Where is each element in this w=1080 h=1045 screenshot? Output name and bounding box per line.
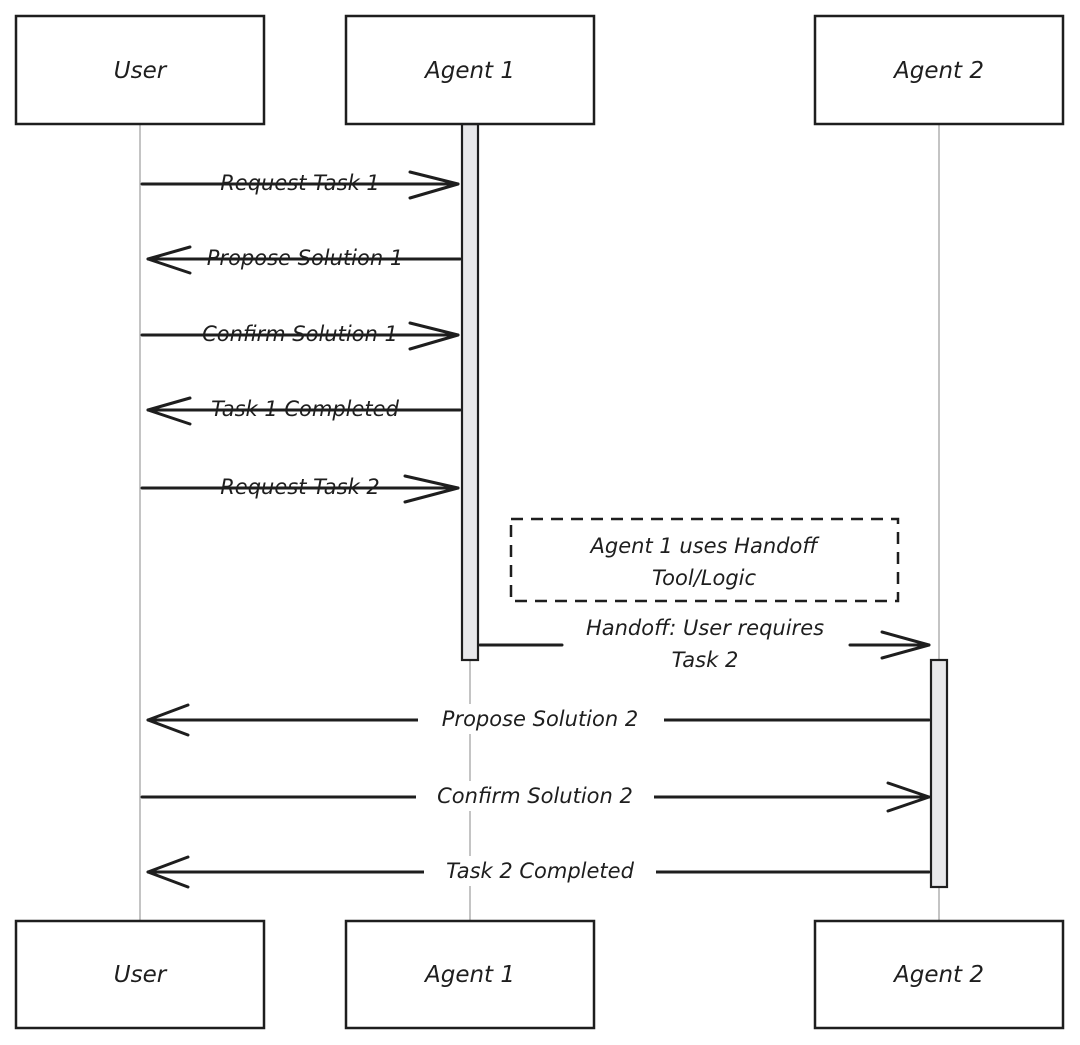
message-label: Task 1 Completed	[211, 397, 400, 421]
actor-box-agent1-bottom: Agent 1	[344, 919, 596, 1030]
message-label: Request Task 1	[220, 171, 380, 195]
activation-agent1	[460, 122, 480, 662]
message-confirm-solution-1: Confirm Solution 1	[140, 321, 460, 351]
message-request-task-2: Request Task 2	[140, 474, 460, 504]
message-label: Request Task 2	[220, 475, 380, 499]
message-label: Confirm Solution 2	[437, 784, 633, 808]
message-label: Confirm Solution 1	[202, 322, 398, 346]
actor-label: Agent 2	[892, 58, 984, 84]
message-task-2-completed: Task 2 Completed	[146, 855, 931, 889]
actor-box-agent1-top: Agent 1	[344, 14, 596, 126]
message-label: Task 2 Completed	[446, 859, 635, 883]
message-label: Propose Solution 2	[442, 707, 638, 731]
message-handoff: Handoff: User requires Task 2	[478, 616, 931, 672]
message-label: Propose Solution 1	[207, 246, 403, 270]
message-label-line-1: Handoff: User requires	[586, 616, 824, 640]
message-propose-solution-2: Propose Solution 2	[146, 703, 931, 737]
message-propose-solution-1: Propose Solution 1	[146, 245, 462, 275]
message-label-line-2: Task 2	[672, 648, 739, 672]
actor-box-agent2-top: Agent 2	[813, 14, 1065, 126]
note-handoff: Agent 1 uses Handoff Tool/Logic	[509, 517, 900, 603]
actor-box-user-top: User	[14, 14, 266, 126]
actor-box-user-bottom: User	[14, 919, 266, 1030]
note-line-2: Tool/Logic	[652, 566, 757, 590]
activation-agent2	[929, 658, 949, 889]
note-line-1: Agent 1 uses Handoff	[589, 534, 821, 558]
actor-label: User	[114, 962, 168, 988]
actor-label: Agent 1	[423, 58, 515, 84]
actor-label: Agent 2	[892, 962, 984, 988]
actor-label: Agent 1	[423, 962, 515, 988]
actor-label: User	[114, 58, 168, 84]
actor-box-agent2-bottom: Agent 2	[813, 919, 1065, 1030]
message-task-1-completed: Task 1 Completed	[146, 396, 462, 426]
message-confirm-solution-2: Confirm Solution 2	[140, 781, 931, 813]
message-request-task-1: Request Task 1	[140, 170, 460, 200]
